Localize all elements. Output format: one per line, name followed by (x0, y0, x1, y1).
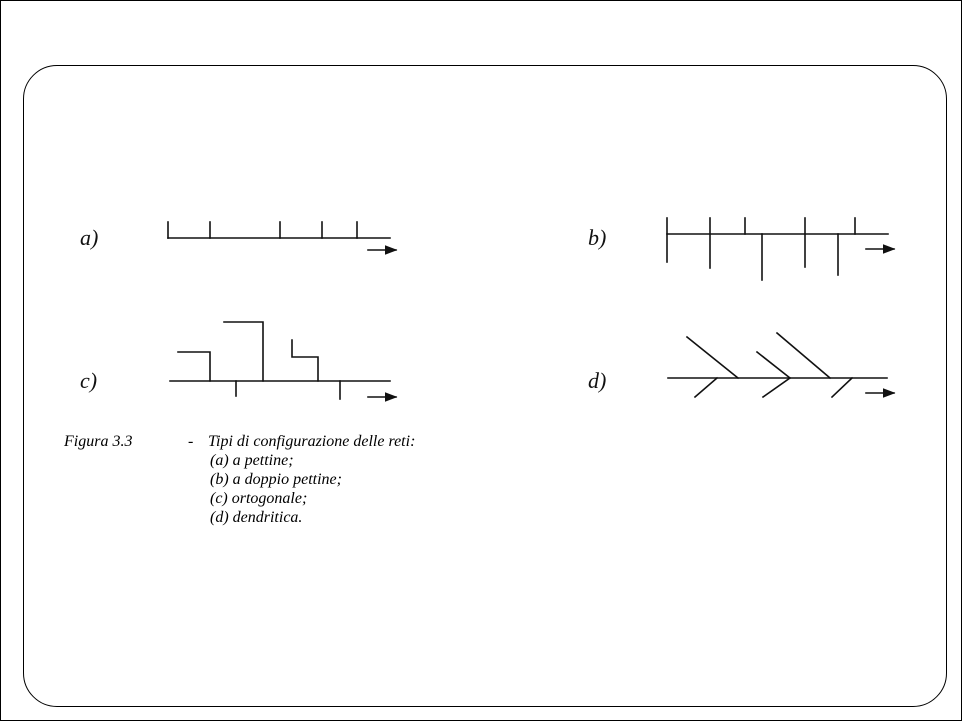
slide-card (23, 65, 947, 707)
d-branch (830, 376, 854, 399)
label-b: b) (588, 225, 607, 250)
diagram-d-dendritic (667, 331, 896, 399)
caption-separator: - (188, 433, 194, 450)
d-branch (761, 376, 792, 399)
c-branch (223, 321, 264, 382)
caption-item-c: (c) ortogonale; (210, 490, 308, 507)
caption-figure-number: Figura 3.3 (64, 433, 133, 450)
d-branch (755, 350, 792, 380)
label-d: d) (588, 368, 607, 393)
caption-item-d: (d) dendritica. (210, 509, 303, 526)
caption-item-a: (a) a pettine; (210, 452, 294, 469)
d-branch (775, 331, 832, 380)
diagram-c-orthogonal (169, 321, 398, 402)
label-a: a) (80, 225, 99, 250)
diagram-a-comb (167, 221, 398, 255)
caption-item-b: (b) a doppio pettine; (210, 471, 342, 488)
c-branch (291, 339, 319, 382)
d-branch (685, 335, 740, 380)
label-c: c) (80, 368, 98, 393)
d-branch (693, 376, 719, 399)
caption-block: Tipi di configurazione delle reti: (a) a… (208, 432, 415, 527)
diagram-b-double-comb (666, 217, 896, 281)
caption-title: Tipi di configurazione delle reti: (208, 433, 416, 450)
c-branch (177, 351, 211, 382)
